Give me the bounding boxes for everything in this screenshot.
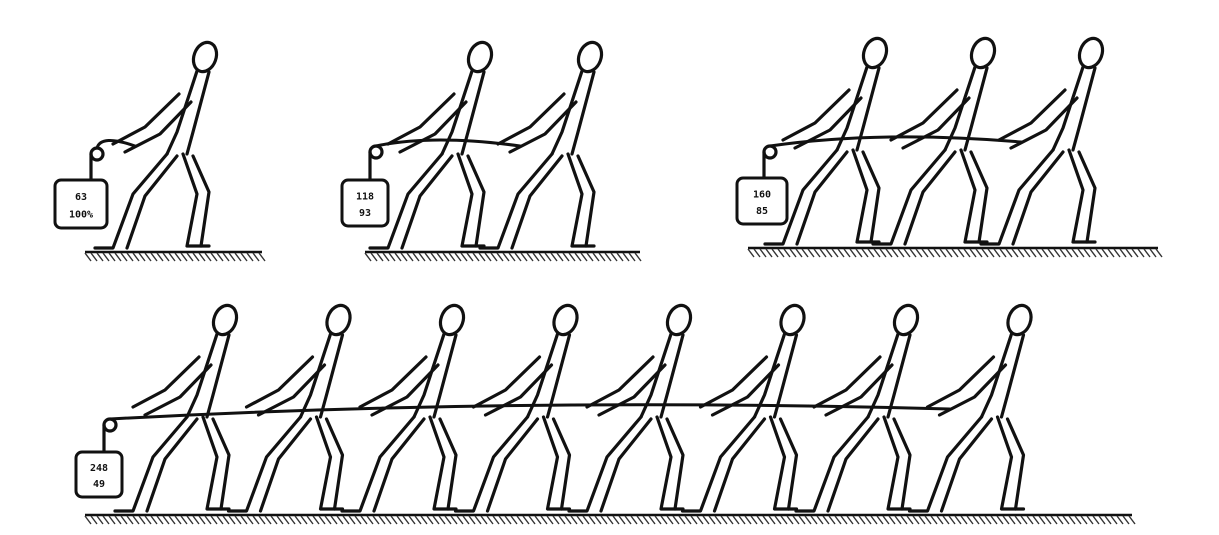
- rope: [97, 140, 135, 148]
- ground: [85, 252, 265, 261]
- ground: [748, 248, 1162, 257]
- rope: [770, 137, 1021, 146]
- puller-figure: [115, 302, 240, 511]
- gauge-reading-1: 63: [75, 192, 87, 203]
- gauge-reading-1: 248: [90, 463, 108, 474]
- puller-figure: [229, 302, 354, 511]
- force-gauge-box: [55, 180, 107, 228]
- panel-two-pullers: 118 93: [342, 39, 641, 261]
- puller-figure: [910, 302, 1035, 511]
- panel-three-pullers: 160 85: [737, 35, 1162, 257]
- puller-figure: [95, 39, 220, 248]
- force-gauge-box: [342, 180, 388, 226]
- gauge-reading-1: 118: [356, 191, 374, 202]
- gauge-reading-2: 49: [93, 479, 105, 490]
- gauge-reading-2: 85: [756, 206, 768, 217]
- force-gauge-box: [737, 178, 787, 224]
- panel-one-puller: 63 100%: [55, 39, 265, 261]
- ground: [365, 252, 641, 261]
- force-gauge-box: [76, 452, 122, 497]
- pulley-hook: [104, 419, 116, 431]
- puller-figure: [569, 302, 694, 511]
- gauge-reading-2: 93: [359, 208, 371, 219]
- pulley-hook: [91, 148, 103, 160]
- pulley-hook: [764, 146, 776, 158]
- gauge-reading-1: 160: [753, 189, 771, 200]
- gauge-reading-2: 100%: [69, 209, 93, 220]
- pulley-hook: [370, 146, 382, 158]
- ground: [85, 515, 1135, 524]
